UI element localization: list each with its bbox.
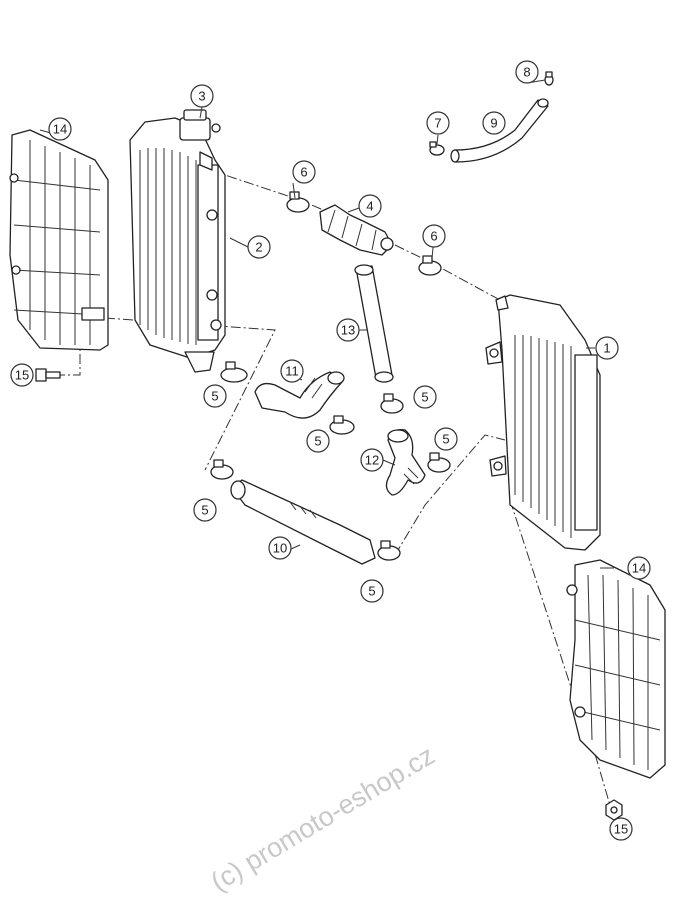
thermostat-housing (319, 204, 394, 256)
clamp-7 (429, 141, 445, 156)
callout-5-a-label: 5 (211, 389, 218, 404)
callout-14-b-label: 14 (632, 561, 646, 576)
clamp-6-right (418, 255, 442, 276)
callout-10: 10 (268, 536, 292, 560)
radiator-left (129, 117, 226, 373)
callout-12-label: 12 (365, 453, 379, 468)
callout-15-b-label: 15 (614, 822, 628, 837)
callout-10-label: 10 (273, 541, 287, 556)
callout-7: 7 (426, 111, 450, 135)
callout-13: 13 (336, 318, 360, 342)
clamp-5-e (210, 459, 234, 480)
callout-14-a: 14 (48, 117, 72, 141)
callout-3: 3 (190, 84, 214, 108)
clamp-5-a (220, 361, 248, 383)
callout-15-b: 15 (609, 817, 633, 841)
callout-5-b: 5 (306, 429, 330, 453)
callout-14-a-label: 14 (53, 122, 67, 137)
callout-5-a: 5 (203, 384, 227, 408)
hose-13 (354, 264, 394, 383)
callout-15-a-label: 15 (15, 368, 29, 383)
callout-1-label: 1 (603, 341, 610, 356)
bolt-15-right (605, 799, 623, 821)
callout-2: 2 (247, 235, 271, 259)
callout-6-a-label: 6 (300, 165, 307, 180)
callout-5-d: 5 (434, 427, 458, 451)
clamp-5-b (329, 415, 355, 435)
radiator-cap (179, 109, 221, 141)
callout-5-c-label: 5 (421, 390, 428, 405)
callout-12: 12 (360, 448, 384, 472)
radiator-shroud-left (9, 129, 109, 351)
hose-9 (450, 98, 549, 163)
callout-1: 1 (595, 336, 619, 360)
callout-7-label: 7 (434, 116, 441, 131)
radiator-shroud-right (566, 559, 666, 779)
callout-11: 11 (280, 359, 304, 383)
callout-9: 9 (482, 111, 506, 135)
hose-12 (385, 429, 426, 496)
callout-5-d-label: 5 (442, 432, 449, 447)
clamp-5-d (427, 452, 451, 473)
callout-5-e: 5 (193, 498, 217, 522)
callout-6-a: 6 (292, 160, 316, 184)
callout-9-label: 9 (490, 116, 497, 131)
callout-4-label: 4 (366, 199, 373, 214)
callout-13-label: 13 (341, 323, 355, 338)
callout-5-b-label: 5 (314, 434, 321, 449)
bolt-15-left (35, 368, 61, 382)
callout-8-label: 8 (523, 65, 530, 80)
clamp-8 (544, 71, 554, 86)
callout-5-f-label: 5 (368, 584, 375, 599)
callout-6-b-label: 6 (430, 229, 437, 244)
hose-11 (254, 371, 345, 419)
callout-2-label: 2 (255, 240, 262, 255)
callout-4: 4 (358, 194, 382, 218)
clamp-5-f (377, 540, 401, 561)
radiator-right (485, 294, 601, 551)
callout-5-c: 5 (413, 385, 437, 409)
callout-6-b: 6 (422, 224, 446, 248)
callout-3-label: 3 (198, 89, 205, 104)
callout-5-e-label: 5 (201, 503, 208, 518)
callout-8: 8 (515, 60, 539, 84)
hose-10 (230, 479, 376, 565)
clamp-6-left (286, 191, 310, 213)
watermark: (c) promoto-eshop.cz (206, 740, 440, 897)
callout-14-b: 14 (627, 556, 651, 580)
callout-11-label: 11 (285, 364, 299, 379)
clamp-5-c (380, 393, 404, 414)
callout-5-f: 5 (360, 579, 384, 603)
callout-15-a: 15 (10, 363, 34, 387)
